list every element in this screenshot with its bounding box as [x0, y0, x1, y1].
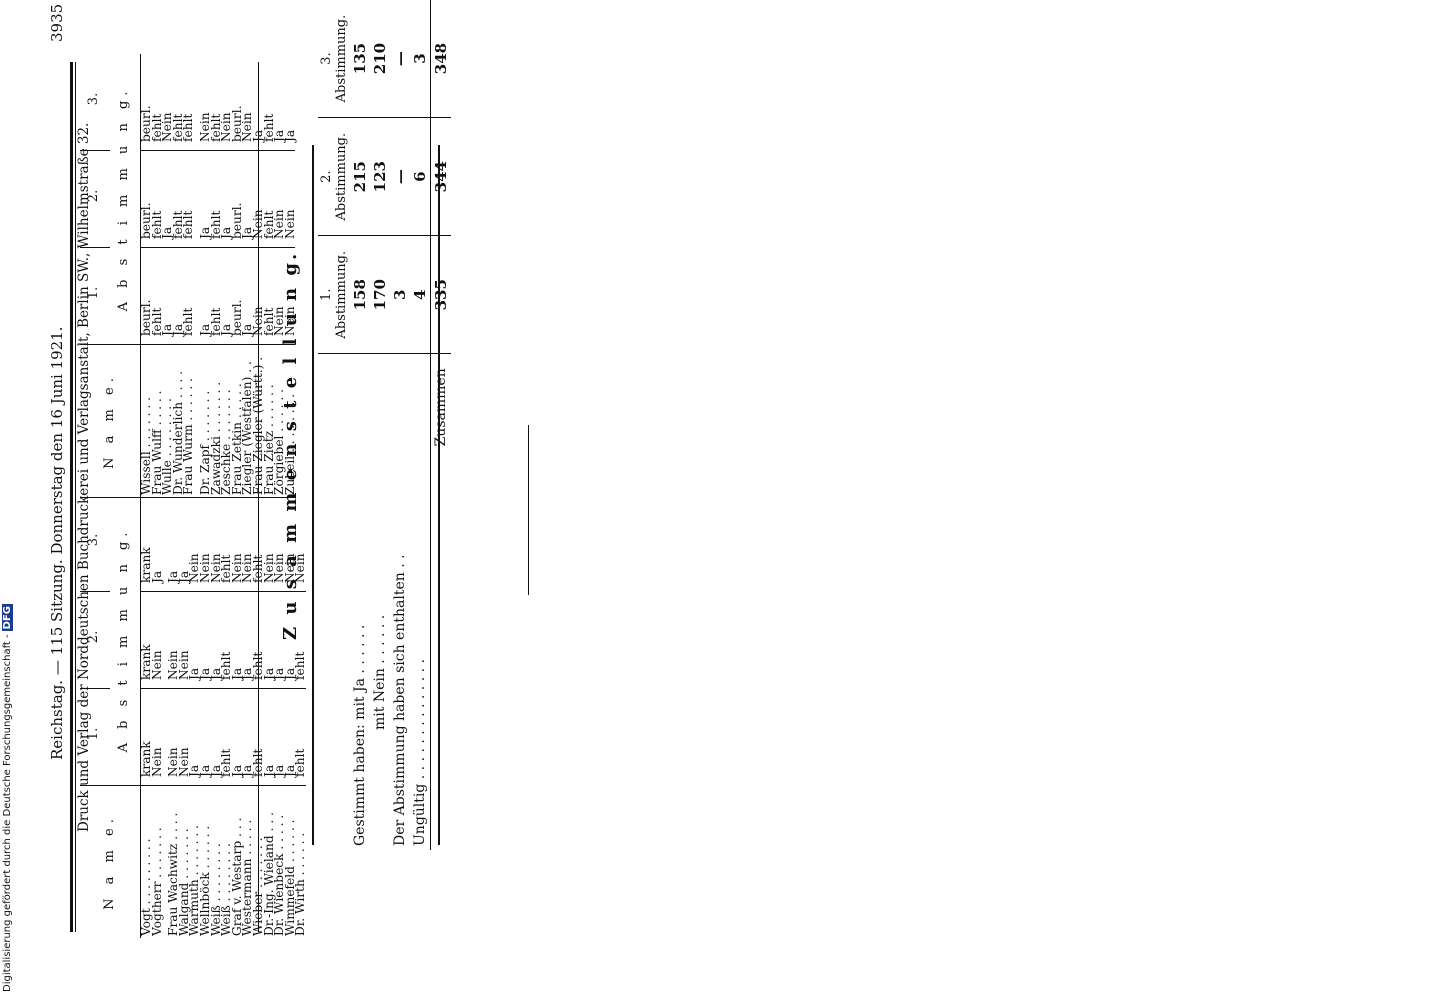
- summary-row-label: mit Nein . . . . . .: [372, 614, 388, 730]
- summary-col-head-1: 1.Abstimmung.: [318, 235, 350, 354]
- right-member-name: Frau Wurm . . . . . .: [181, 344, 195, 498]
- left-member-name: Vogtherr . . . . . . .: [149, 827, 164, 936]
- summary-row-label: Gestimmt haben: mit Ja . . . . . .: [352, 624, 368, 846]
- right-table-body: Wissell . . . . . . .beurl.beurl.beurl.F…: [139, 54, 297, 498]
- summary-total-label: Zusammen: [430, 353, 451, 850]
- summary-value-2: 6: [410, 117, 431, 236]
- separator-line: [528, 425, 529, 595]
- summary-value-3: 135: [350, 0, 370, 118]
- vote-table-right: N a m e. 1. 2. 3. A b s t i m m u n g. W…: [80, 54, 297, 498]
- vote-table-left: N a m e. 1. 2. 3. A b s t i m m u n g. V…: [80, 495, 308, 938]
- left-vote-3: Ja: [150, 495, 164, 592]
- digitization-text: Digitalisierung gefördert durch die Deut…: [2, 634, 13, 992]
- page-header-title: Reichstag. — 115 Sitzung. Donnerstag den…: [48, 326, 66, 760]
- summary-row: Der Abstimmung haben sich enthalten . . 3…: [390, 0, 410, 850]
- col-header-abstimmung-right: A b s t i m m u n g.: [109, 54, 141, 345]
- summary-title: Z u s a m m e n s t e l l u n g.: [280, 250, 301, 640]
- right-vote-3: fehlt: [181, 54, 195, 151]
- summary-total-3: 348: [430, 0, 451, 118]
- summary-value-3: 210: [370, 0, 390, 118]
- left-vote-2: Nein: [150, 591, 164, 689]
- col-header-abstimmung: A b s t i m m u n g.: [109, 495, 141, 786]
- summary-table: 1.Abstimmung. 2.Abstimmung. 3.Abstimmung…: [318, 0, 451, 850]
- left-vote-1: Nein: [150, 688, 164, 786]
- top-rule-thick: [70, 62, 73, 932]
- summary-value-1: 170: [370, 235, 390, 354]
- summary-row-label: Ungültig . . . . . . . . . . . . . .: [412, 659, 428, 846]
- summary-value-1: 3: [390, 235, 410, 354]
- right-vote-3: Ja: [283, 54, 297, 151]
- summary-value-3: 3: [410, 0, 431, 118]
- left-vote-1: fehlt: [293, 688, 307, 786]
- summary-bottom-rule: [438, 145, 440, 845]
- digitization-note: Digitalisierung gefördert durch die Deut…: [2, 604, 13, 992]
- summary-value-2: 123: [370, 117, 390, 236]
- summary-value-1: 158: [350, 235, 370, 354]
- summary-col-head-3: 3.Abstimmung.: [318, 0, 350, 118]
- summary-value-2: —: [390, 117, 410, 236]
- dfg-logo: DFG: [2, 604, 13, 632]
- right-vote-2: fehlt: [181, 150, 195, 248]
- right-vote-2: Nein: [283, 150, 297, 248]
- left-member-name: Dr. Wirth . . . . . .: [293, 832, 308, 936]
- page-number: 3935: [48, 3, 66, 42]
- summary-total-1: 335: [430, 235, 451, 354]
- summary-row-label: Der Abstimmung haben sich enthalten . .: [392, 554, 408, 846]
- summary-col-head-2: 2.Abstimmung.: [318, 117, 350, 236]
- printer-footer: Druck und Verlag der Norddeutschen Buchd…: [76, 122, 92, 832]
- table-bottom-rule: [258, 62, 259, 932]
- summary-value-3: —: [390, 0, 410, 118]
- summary-top-rule: [312, 145, 314, 845]
- right-vote-1: fehlt: [181, 247, 195, 345]
- summary-value-1: 4: [410, 235, 431, 354]
- summary-value-2: 215: [350, 117, 370, 236]
- summary-total-2: 344: [430, 117, 451, 236]
